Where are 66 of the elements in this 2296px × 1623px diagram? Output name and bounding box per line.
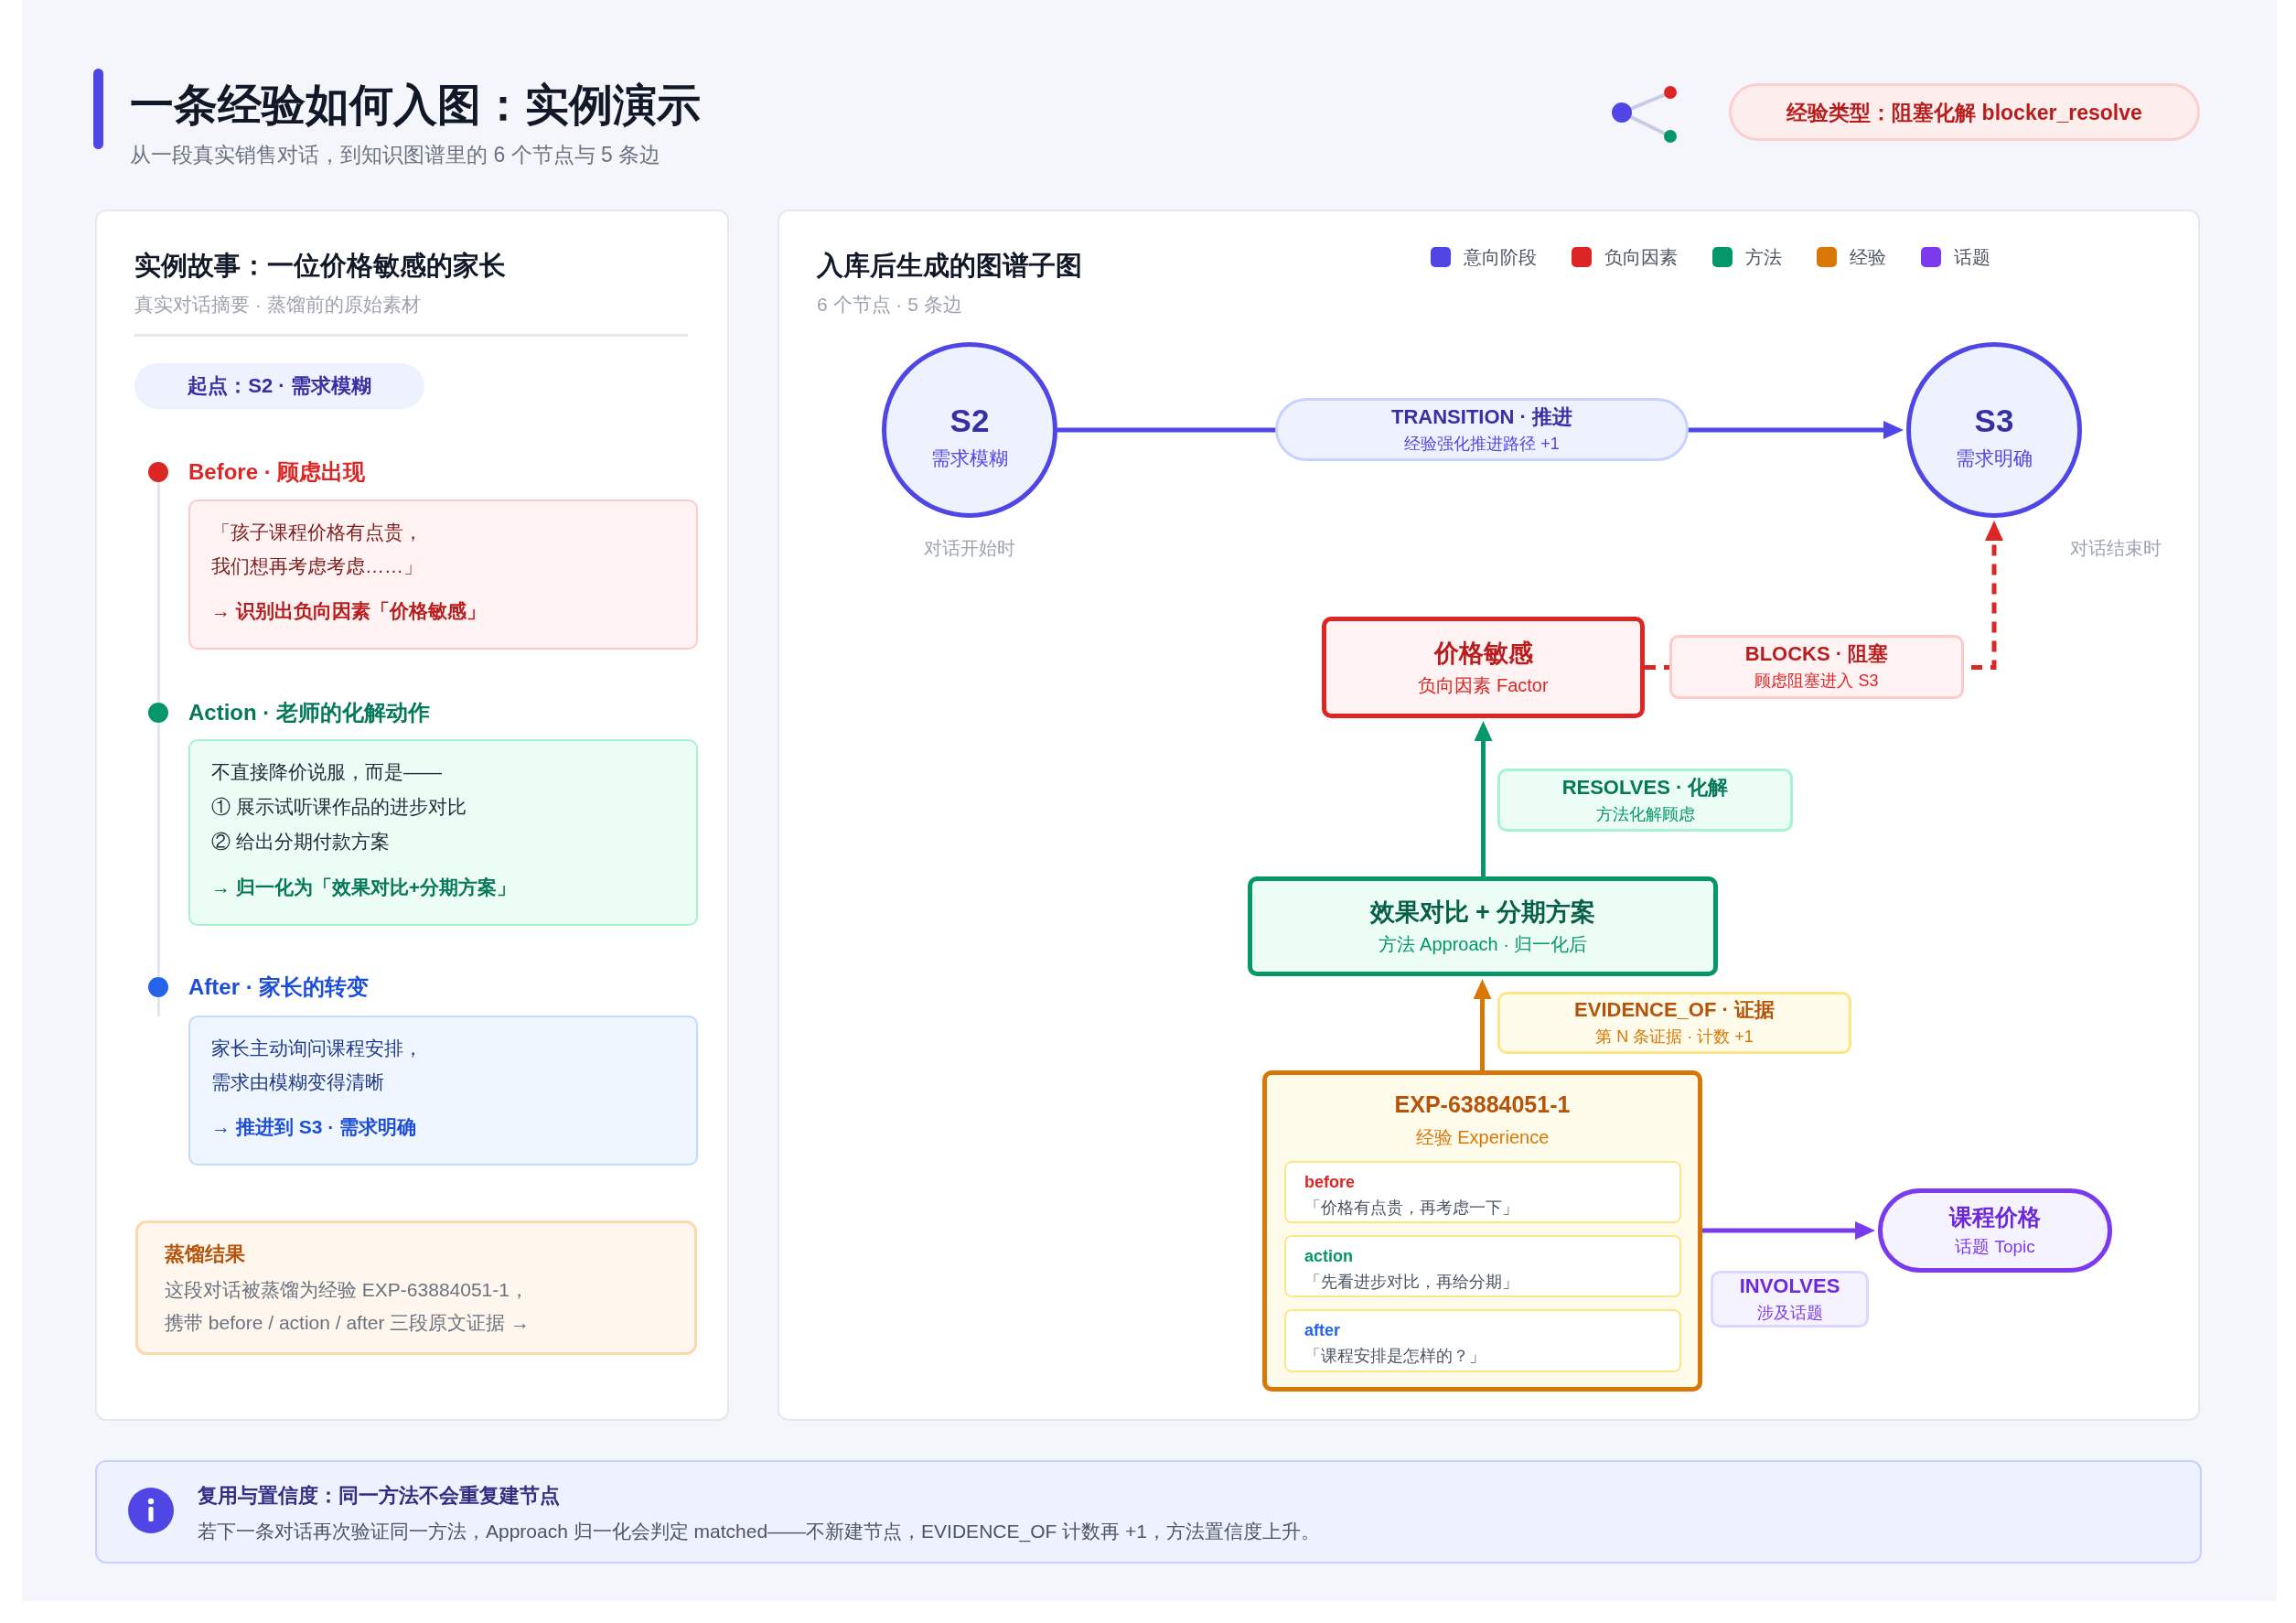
quote-text: 「价格有点贵，再考虑一下」 xyxy=(1304,1198,1518,1219)
method-box xyxy=(1248,876,1718,976)
step-heading: After · 家长的转变 xyxy=(188,973,370,1001)
body-text: 家长主动询问课程安排，需求由模糊变得清晰 xyxy=(211,1037,424,1094)
evidence-box xyxy=(1284,1235,1681,1297)
quote-text: 「孩子课程价格有点贵，我们想再考虑考虑……」 xyxy=(211,521,424,578)
node-subtitle: 经验 Experience xyxy=(1415,1126,1550,1149)
result-heading: 蒸馏结果 xyxy=(165,1241,245,1267)
quote-text: 「先看进步对比，再给分期」 xyxy=(1304,1272,1518,1293)
state-label: S2 xyxy=(950,402,990,440)
arrow xyxy=(1702,1221,1875,1240)
panel-title: 入库后生成的图谱子图 xyxy=(817,250,1082,282)
node-title: 效果对比 + 分期方案 xyxy=(1369,897,1596,928)
list-item: ① 展示试听课作品的进步对比 xyxy=(211,795,467,819)
legend-label: 经验 xyxy=(1850,247,1886,267)
factor-box xyxy=(1322,617,1645,718)
experience-box xyxy=(1262,1070,1702,1392)
edge-label: INVOLVES涉及话题 xyxy=(1711,1271,1869,1327)
edge-label: RESOLVES · 化解方法化解顾虑 xyxy=(1497,769,1793,832)
step-heading: Before · 顾虑出现 xyxy=(188,458,366,486)
state-name: 需求明确 xyxy=(1956,446,2033,470)
legend-label: 负向因素 xyxy=(1604,247,1678,267)
state-label: S3 xyxy=(1974,402,2014,440)
card-panel xyxy=(778,210,2200,1421)
panel-title: 实例故事：一位价格敏感的家长 xyxy=(134,250,506,282)
node-subtitle: 话题 Topic xyxy=(1955,1236,2035,1258)
node-subtitle: 方法 Approach · 归一化后 xyxy=(1378,933,1588,956)
note-title: 复用与置信度：同一方法不会重复建节点 xyxy=(198,1483,560,1509)
evidence-tag: before xyxy=(1304,1170,1355,1194)
note-text: 若下一条对话再次验证同一方法，Approach 归一化会判定 matched——不新建节点，EVIDENCE_OF 计数再 +1，方法置信度上升。 xyxy=(198,1520,1320,1544)
step-result: → 识别出负向因素「价格敏感」 xyxy=(211,599,486,623)
subtitle: 从一段真实销售对话，到知识图谱里的 6 个节点与 5 条边 xyxy=(130,142,661,167)
legend-label: 方法 xyxy=(1745,247,1782,267)
list-item: ② 给出分期付款方案 xyxy=(211,830,390,854)
legend-label: 话题 xyxy=(1954,247,1990,267)
arrow xyxy=(1474,721,1493,876)
body-text: 不直接降价说服，而是—— xyxy=(211,760,442,784)
edge-label: TRANSITION · 推进经验强化推进路径 +1 xyxy=(1275,398,1689,461)
node-title: EXP-63884051-1 xyxy=(1394,1091,1571,1119)
body-text: 这段对话被蒸馏为经验 EXP-63884051-1，携带 before / action / after 三段原文证据 → xyxy=(165,1278,531,1335)
page-title: 一条经验如何入图：实例演示 xyxy=(130,80,701,131)
panel-subtitle: 6 个节点 · 5 条边 xyxy=(817,293,962,317)
edge-label: BLOCKS · 阻塞顾虑阻塞进入 S3 xyxy=(1669,635,1964,699)
evidence-tag: after xyxy=(1304,1318,1340,1342)
step-result: → 归一化为「效果对比+分期方案」 xyxy=(211,876,517,899)
legend-label: 意向阶段 xyxy=(1464,247,1537,267)
card-panel xyxy=(95,210,729,1421)
node-title: 价格敏感 xyxy=(1433,639,1533,669)
evidence-box xyxy=(1284,1309,1681,1372)
quote-text: 「课程安排是怎样的？」 xyxy=(1304,1346,1486,1367)
evidence-tag: action xyxy=(1304,1244,1353,1268)
evidence-box xyxy=(1284,1161,1681,1223)
node-caption: 对话结束时 xyxy=(2070,537,2162,560)
info-box xyxy=(95,1460,2202,1564)
pill-text: 起点：S2 · 需求模糊 xyxy=(188,373,371,399)
arrow xyxy=(1473,979,1492,1070)
node-caption: 对话开始时 xyxy=(924,537,1015,560)
panel-subtitle: 真实对话摘要 · 蒸馏前的原始素材 xyxy=(134,293,421,317)
state-name: 需求模糊 xyxy=(931,446,1008,470)
step-result: → 推进到 S3 · 需求明确 xyxy=(211,1115,417,1139)
edge-label: EVIDENCE_OF · 证据第 N 条证据 · 计数 +1 xyxy=(1497,992,1851,1054)
badge-text: 经验类型：阻塞化解 blocker_resolve xyxy=(1786,99,2142,126)
node-subtitle: 负向因素 Factor xyxy=(1418,674,1549,697)
step-heading: Action · 老师的化解动作 xyxy=(188,699,430,726)
result-box xyxy=(135,1220,697,1355)
node-title: 课程价格 xyxy=(1949,1203,2041,1231)
